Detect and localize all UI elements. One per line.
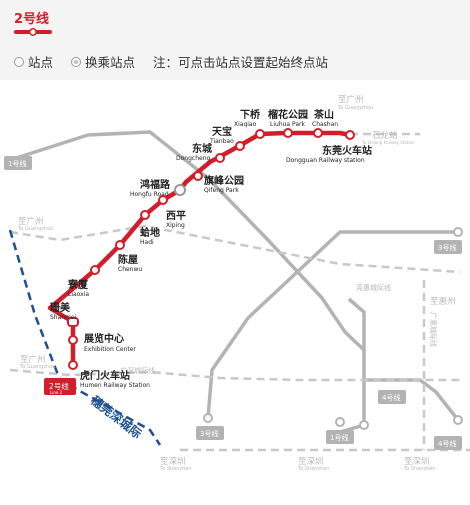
station-hadi-en: Hadi xyxy=(140,239,154,246)
dir-gz-top-en: To Guangzhou xyxy=(337,105,373,111)
station-dongguan-rs-en: Dongguan Railway station xyxy=(286,157,365,164)
station-shanmei-zh: 珊美 xyxy=(50,301,71,314)
station-exhibition-en: Exhibition Center xyxy=(84,346,136,353)
line2-track xyxy=(47,130,353,368)
badge-l4-mid: 4号线 xyxy=(382,393,400,402)
station-chashan-zh: 茶山 xyxy=(313,108,334,121)
station-chashan-en: Chashan xyxy=(312,121,338,128)
direction-labels: 至广州 To Guangzhou 至广州 To Guangzhou 至广州 To… xyxy=(17,94,456,472)
dir-sz1-en: To Shenzhen xyxy=(159,466,191,472)
dir-gz-lower: 至广州 xyxy=(20,354,46,365)
transfer-dot-icon xyxy=(71,56,82,67)
legend-station: 站点 xyxy=(14,52,53,71)
legend: 站点 换乘站点 注：可点击站点设置起始终点站 xyxy=(14,52,346,71)
badge-l1-left: 1号线 xyxy=(8,159,26,168)
badge-l3-right: 3号线 xyxy=(438,243,456,252)
badge-l1-bottom: 1号线 xyxy=(330,433,348,442)
station-chenwu-en: Chenwu xyxy=(118,266,142,273)
station-xiaqiao[interactable] xyxy=(255,129,265,139)
dir-shilong: 石龙站 xyxy=(372,130,398,141)
station-liuhua-zh: 榴花公园 xyxy=(268,108,308,121)
station-tianbao-zh: 天宝 xyxy=(212,125,232,138)
dir-sz1: 至深圳 xyxy=(160,456,186,467)
dir-gz-lower-en: To Guangzhou xyxy=(19,364,55,370)
station-humen-zh: 虎门火车站 xyxy=(80,369,130,382)
station-hadi[interactable] xyxy=(140,210,150,220)
dir-sz3: 至深圳 xyxy=(404,456,430,467)
station-qifeng-en: Qifeng Park xyxy=(204,187,239,194)
line1-track xyxy=(8,130,366,434)
station-dot-icon xyxy=(14,56,24,67)
station-hongfu[interactable] xyxy=(174,184,186,196)
line2-labels: 虎门火车站 Humen Railway Station 展览中心 Exhibit… xyxy=(50,108,372,389)
station-hongfu-en: Hongfu Road xyxy=(130,191,169,198)
station-xiaqiao-zh: 下桥 xyxy=(240,108,261,121)
station-chenwu-zh: 陈屋 xyxy=(118,253,138,266)
station-tianbao-en: Tianbao xyxy=(209,138,234,145)
station-liaoxia[interactable] xyxy=(90,265,100,275)
station-hongfu-zh: 鸿福路 xyxy=(140,178,171,191)
station-exhibition-zh: 展览中心 xyxy=(84,332,124,345)
station-dongguan-rs-zh: 东莞火车站 xyxy=(322,144,372,157)
station-shanmei[interactable] xyxy=(67,317,79,327)
station-xiaqiao-en: Xiaqiao xyxy=(234,121,257,128)
guangshen-track xyxy=(9,368,460,382)
dir-huizhou: 至惠州 xyxy=(430,296,456,307)
station-dongcheng-en: Dongcheng xyxy=(176,155,210,162)
station-dongcheng-zh: 东城 xyxy=(192,142,212,155)
station-chashan[interactable] xyxy=(313,128,323,138)
station-tianbao[interactable] xyxy=(235,141,245,151)
metro-map: 虎门火车站 Humen Railway Station 展览中心 Exhibit… xyxy=(4,94,470,472)
station-xiping-en: Xiping xyxy=(166,222,185,229)
dir-sz2-en: To Shenzhen xyxy=(297,466,329,472)
station-humen-en: Humen Railway Station xyxy=(80,382,150,389)
station-liaoxia-zh: 寮厦 xyxy=(67,278,89,291)
station-dongcheng[interactable] xyxy=(215,153,225,163)
other-line-badges: 1号线 3号线 3号线 1号线 4号线 4号线 xyxy=(4,156,463,450)
station-chenwu[interactable] xyxy=(115,240,125,250)
station-exhibition[interactable] xyxy=(68,335,78,345)
station-xiping-zh: 西平 xyxy=(166,210,186,222)
line2-badge: 2号线 Line 2 xyxy=(44,378,76,395)
station-qifeng-zh: 旗峰公园 xyxy=(204,174,244,187)
dir-gz-left: 至广州 xyxy=(18,216,44,227)
line-title: 2号线 xyxy=(14,12,50,27)
dir-shilong-en: To Shilong Railway Station xyxy=(361,140,415,145)
rail-guanhui: 莞惠城际线 xyxy=(356,283,391,292)
line3-track xyxy=(206,230,460,420)
dir-sz3-en: To Shenzhen xyxy=(403,466,435,472)
line-swatch xyxy=(14,28,52,36)
dir-sz2: 至深圳 xyxy=(298,456,324,467)
line2-badge-zh: 2号线 xyxy=(49,381,69,391)
legend-note: 注：可点击站点设置起始终点站 xyxy=(153,55,329,70)
rail-suiguan: 穗莞深城际 xyxy=(88,393,145,442)
line2-badge-en: Line 2 xyxy=(50,390,63,395)
station-dongguan-rs[interactable] xyxy=(345,130,355,140)
station-liuhua[interactable] xyxy=(283,128,293,138)
station-shanmei-en: Shanmei xyxy=(50,314,77,321)
rail-guangshen: 广深城际线 xyxy=(120,366,155,375)
legend-transfer: 换乘站点 xyxy=(71,52,135,71)
badge-l3-bottom: 3号线 xyxy=(200,429,218,438)
line2-stations[interactable] xyxy=(67,128,355,370)
rail-guanghui-v: 广惠城际线 xyxy=(429,312,438,347)
station-humen[interactable] xyxy=(68,360,78,370)
station-qifeng[interactable] xyxy=(193,171,203,181)
guanhui-track xyxy=(9,224,461,274)
line4-track xyxy=(348,298,366,352)
dir-gz-left-en: To Guangzhou xyxy=(17,226,53,232)
dir-gz-top: 至广州 xyxy=(338,94,364,105)
badge-l4-right: 4号线 xyxy=(438,439,456,448)
station-xiping[interactable] xyxy=(158,195,168,205)
rail-labels: 莞惠城际线 广深城际线 广惠城际线 穗莞深城际 xyxy=(88,283,438,441)
station-liaoxia-en: Liaoxia xyxy=(68,291,89,298)
line-header: 2号线 站点 换乘站点 注：可点击站点设置起始终点站 xyxy=(0,0,470,80)
station-hadi-label: 蛤地 xyxy=(140,226,160,239)
station-liuhua-en: Liuhua Park xyxy=(270,121,305,128)
